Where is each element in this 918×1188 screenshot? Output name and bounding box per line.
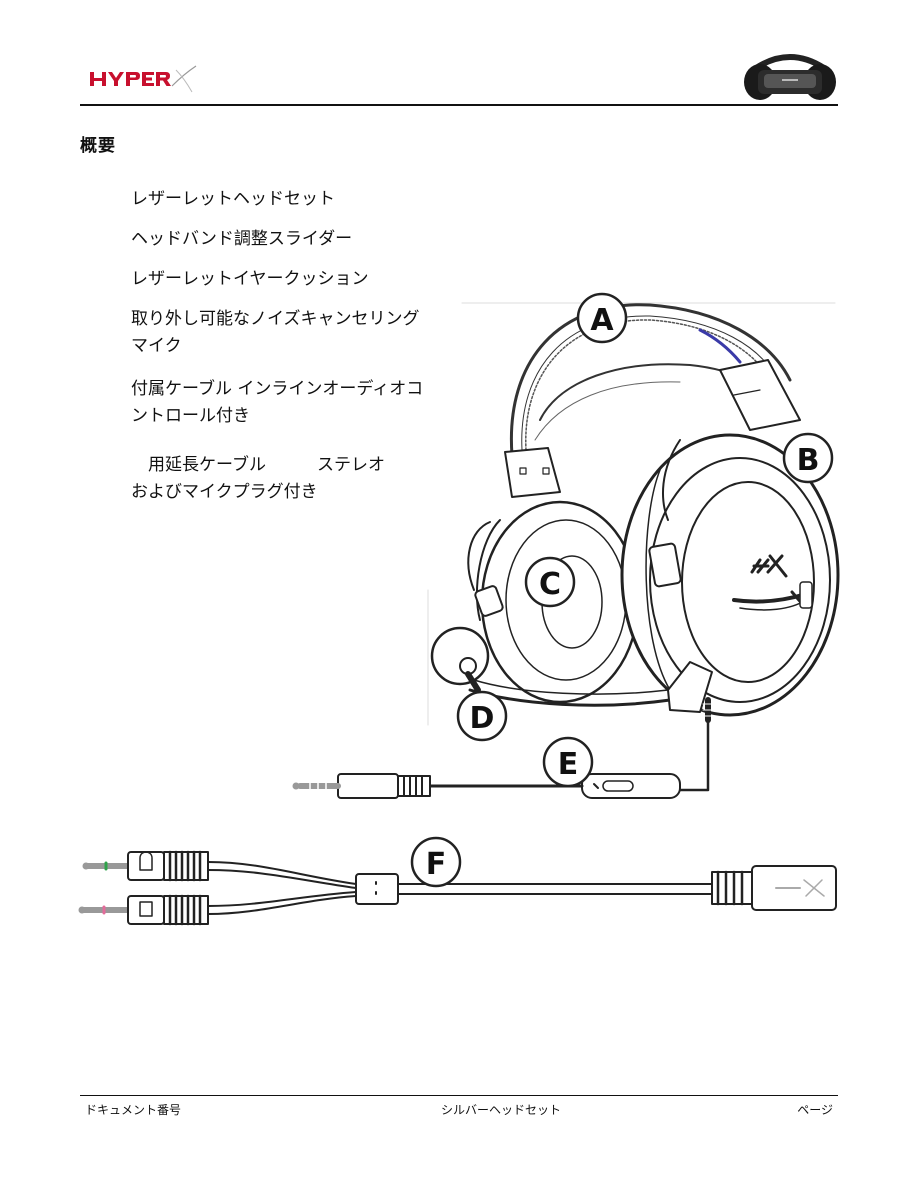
extension-cable bbox=[78, 850, 837, 926]
list-item: 用延長ケーブル ステレオ およびマイクプラグ付き bbox=[131, 452, 451, 506]
list-item-line: 付属ケーブル インラインオーディオコ bbox=[131, 379, 424, 399]
list-item: レザーレットヘッドセット bbox=[131, 186, 451, 213]
list-item-line: レザーレットイヤークッション bbox=[131, 269, 369, 289]
callout-a-label: A bbox=[590, 303, 614, 338]
list-item: ヘッドバンド調整スライダー bbox=[131, 226, 451, 253]
list-item: レザーレットイヤークッション bbox=[131, 266, 451, 293]
list-item-line: レザーレットヘッドセット bbox=[131, 189, 335, 209]
callout-b: B bbox=[782, 432, 834, 484]
list-item: 取り外し可能なノイズキャンセリング マイク bbox=[131, 306, 451, 360]
microphone-boom bbox=[430, 521, 713, 713]
list-item-line: ヘッドバンド調整スライダー bbox=[131, 229, 353, 249]
callout-f: F bbox=[410, 836, 462, 888]
headset-cable bbox=[292, 697, 714, 799]
list-item: 付属ケーブル インラインオーディオコ ントロール付き bbox=[131, 376, 451, 430]
headband-slider bbox=[504, 359, 801, 498]
footer-divider bbox=[80, 1095, 838, 1096]
callout-f-label: F bbox=[426, 847, 447, 882]
callout-d: D bbox=[456, 690, 508, 742]
list-item-line: マイク bbox=[131, 336, 182, 356]
footer-product-name: シルバーヘッドセット bbox=[441, 1103, 562, 1117]
list-item-line: 取り外し可能なノイズキャンセリング bbox=[131, 309, 420, 329]
header-divider bbox=[80, 104, 838, 106]
footer-page-label: ページ bbox=[797, 1103, 833, 1117]
footer-document-number: ドキュメント番号 bbox=[85, 1103, 182, 1117]
callout-c: C bbox=[524, 556, 576, 608]
callout-b-label: B bbox=[797, 443, 820, 478]
callout-a: A bbox=[576, 292, 628, 344]
headset-thumbnail-image bbox=[742, 50, 838, 102]
list-item-line: ントロール付き bbox=[131, 406, 250, 426]
callout-e: E bbox=[542, 736, 594, 788]
list-item-line: 用延長ケーブル ステレオ bbox=[131, 455, 385, 475]
left-earcup bbox=[474, 500, 640, 704]
list-item-line: およびマイクプラグ付き bbox=[131, 482, 318, 502]
callout-d-label: D bbox=[470, 701, 495, 736]
hyperx-logo bbox=[90, 65, 197, 93]
callout-c-label: C bbox=[539, 567, 561, 602]
headband bbox=[509, 303, 792, 457]
callout-e-label: E bbox=[558, 747, 579, 782]
section-title: 概要 bbox=[80, 136, 116, 156]
right-earcup bbox=[620, 433, 840, 717]
